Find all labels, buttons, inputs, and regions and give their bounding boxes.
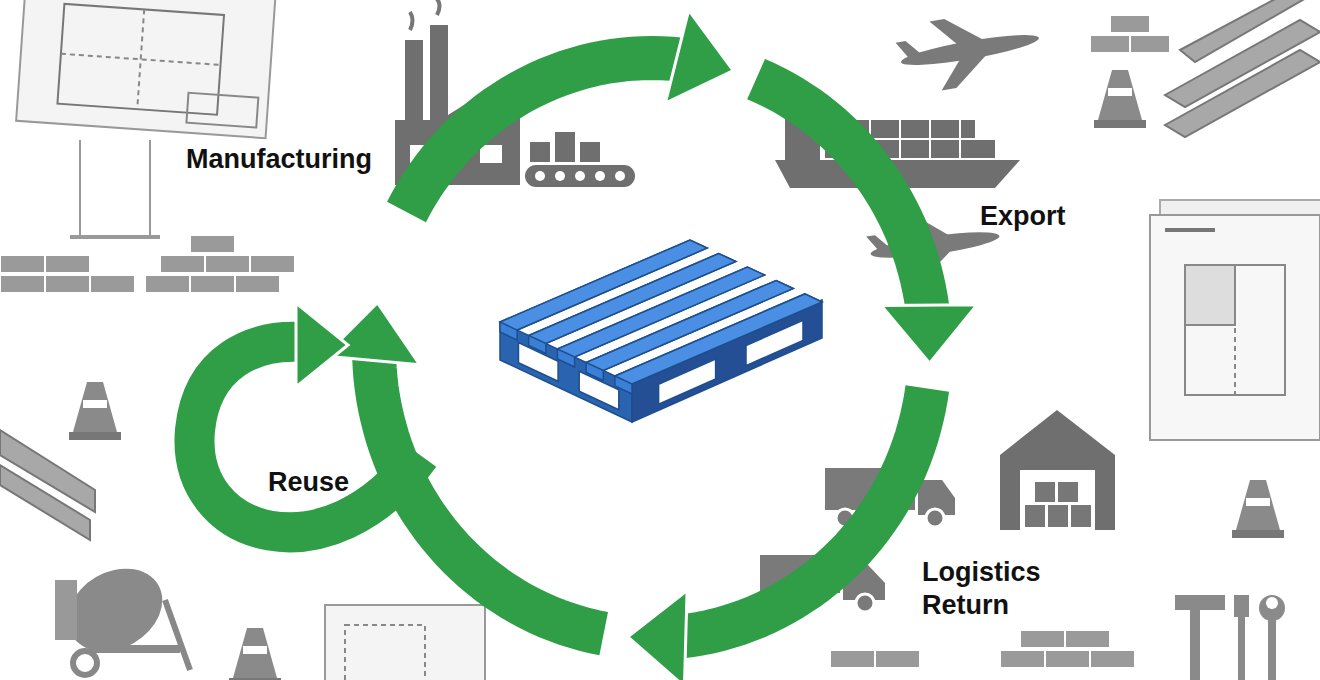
warehouse-icon	[1000, 410, 1115, 530]
pallet-part	[615, 294, 822, 394]
cycle-arc	[407, 58, 686, 212]
arrow-head	[324, 303, 420, 365]
arrow-head	[296, 303, 348, 387]
blueprint	[1150, 200, 1320, 440]
hand-tools	[1175, 595, 1285, 680]
arrow-head	[881, 305, 977, 363]
blueprint	[16, 0, 275, 138]
blueprint	[325, 605, 485, 680]
cycle-arc	[676, 388, 927, 637]
arrow-head	[665, 10, 733, 103]
stage-label: Logistics Return	[922, 556, 1072, 622]
steel-beam	[0, 0, 1320, 540]
cement-mixer	[53, 552, 190, 675]
pallet-part	[586, 280, 793, 380]
pallet-part	[615, 294, 822, 384]
pallet-part	[557, 267, 764, 367]
stage-label: Manufacturing	[186, 143, 416, 176]
traffic-cone	[69, 70, 1284, 680]
arrow-head	[628, 590, 687, 680]
stage-label: Reuse	[268, 466, 388, 499]
brick-stack	[0, 15, 1170, 668]
cycle-arc	[756, 79, 928, 313]
stage-label: Export	[980, 200, 1120, 233]
